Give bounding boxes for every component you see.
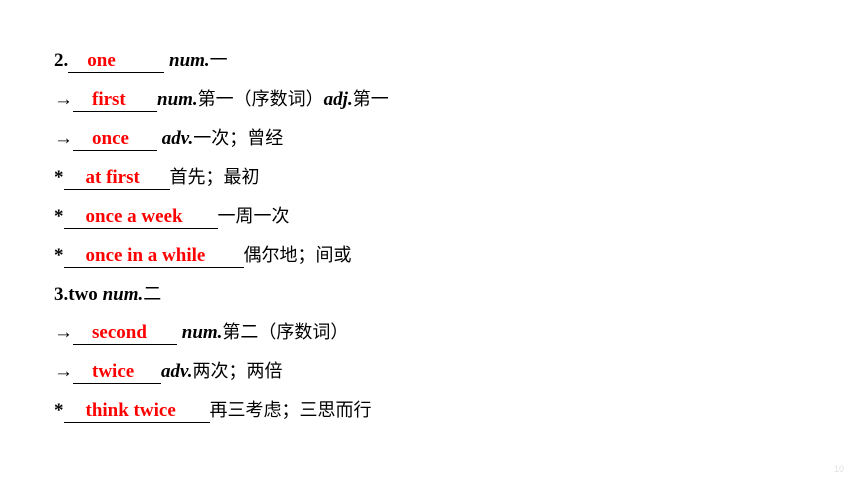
answer-blank: twice xyxy=(73,361,161,384)
item-number: 2. xyxy=(54,50,69,71)
answer-text: one xyxy=(87,50,116,71)
meaning: 首先；最初 xyxy=(169,167,260,188)
asterisk: * xyxy=(54,400,64,421)
vocab-line-twice: → twice adv.两次；两倍 xyxy=(54,359,282,385)
answer-text: once a week xyxy=(85,206,183,227)
answer-blank: once in a while xyxy=(63,245,244,268)
answer-blank: one xyxy=(68,50,165,73)
answer-text: at first xyxy=(85,167,140,188)
item-heading: 3.two xyxy=(54,284,103,305)
answer-blank: once a week xyxy=(63,206,218,229)
answer-text: second xyxy=(92,322,147,343)
arrow: → xyxy=(54,89,73,110)
answer-text: once xyxy=(92,128,129,149)
answer-text: once in a while xyxy=(85,245,206,266)
arrow: → xyxy=(54,361,73,382)
part-of-speech: adv. xyxy=(161,361,193,382)
part-of-speech: adv. xyxy=(161,128,194,149)
arrow: → xyxy=(54,322,73,343)
meaning: 一次；曾经 xyxy=(193,128,284,149)
part-of-speech: num. xyxy=(169,50,210,71)
answer-blank: once xyxy=(73,128,157,151)
meaning: 再三考虑；三思而行 xyxy=(209,400,372,421)
vocab-line-once-in-a-while: * once in a while 偶尔地；间或 xyxy=(54,243,352,269)
asterisk: * xyxy=(54,206,64,227)
meaning: 一 xyxy=(209,50,228,71)
answer-text: think twice xyxy=(85,400,176,421)
meaning: 第二（序数词） xyxy=(222,322,349,343)
answer-blank: at first xyxy=(63,167,170,190)
meaning: 两次；两倍 xyxy=(192,361,283,382)
part-of-speech: num. xyxy=(102,284,144,305)
asterisk: * xyxy=(54,167,64,188)
vocab-line-at-first: * at first 首先；最初 xyxy=(54,165,260,191)
part-of-speech: num. xyxy=(157,89,198,110)
answer-blank: first xyxy=(73,89,157,112)
meaning: 一周一次 xyxy=(217,206,290,227)
vocab-line-once: → once adv.一次；曾经 xyxy=(54,126,283,152)
answer-text: first xyxy=(92,89,126,110)
meaning-2: 第一 xyxy=(352,89,389,110)
arrow: → xyxy=(54,128,73,149)
asterisk: * xyxy=(54,245,64,266)
vocab-line-first: → first num.第一（序数词）adj.第一 xyxy=(54,87,389,113)
answer-text: twice xyxy=(92,361,135,382)
answer-blank: second xyxy=(73,322,177,345)
vocab-line-one: 2. one num.一 xyxy=(54,48,228,74)
answer-blank: think twice xyxy=(63,400,210,423)
part-of-speech: num. xyxy=(181,322,223,343)
vocab-line-once-a-week: * once a week 一周一次 xyxy=(54,204,290,230)
part-of-speech-2: adj. xyxy=(323,89,353,110)
vocab-line-second: → second num.第二（序数词） xyxy=(54,320,348,346)
page-number: 10 xyxy=(833,464,844,474)
meaning: 二 xyxy=(143,284,162,305)
vocab-line-think-twice: * think twice 再三考虑；三思而行 xyxy=(54,398,372,424)
meaning: 第一（序数词） xyxy=(197,89,324,110)
meaning: 偶尔地；间或 xyxy=(243,245,352,266)
vocab-line-two: 3.two num.二 xyxy=(54,282,161,308)
